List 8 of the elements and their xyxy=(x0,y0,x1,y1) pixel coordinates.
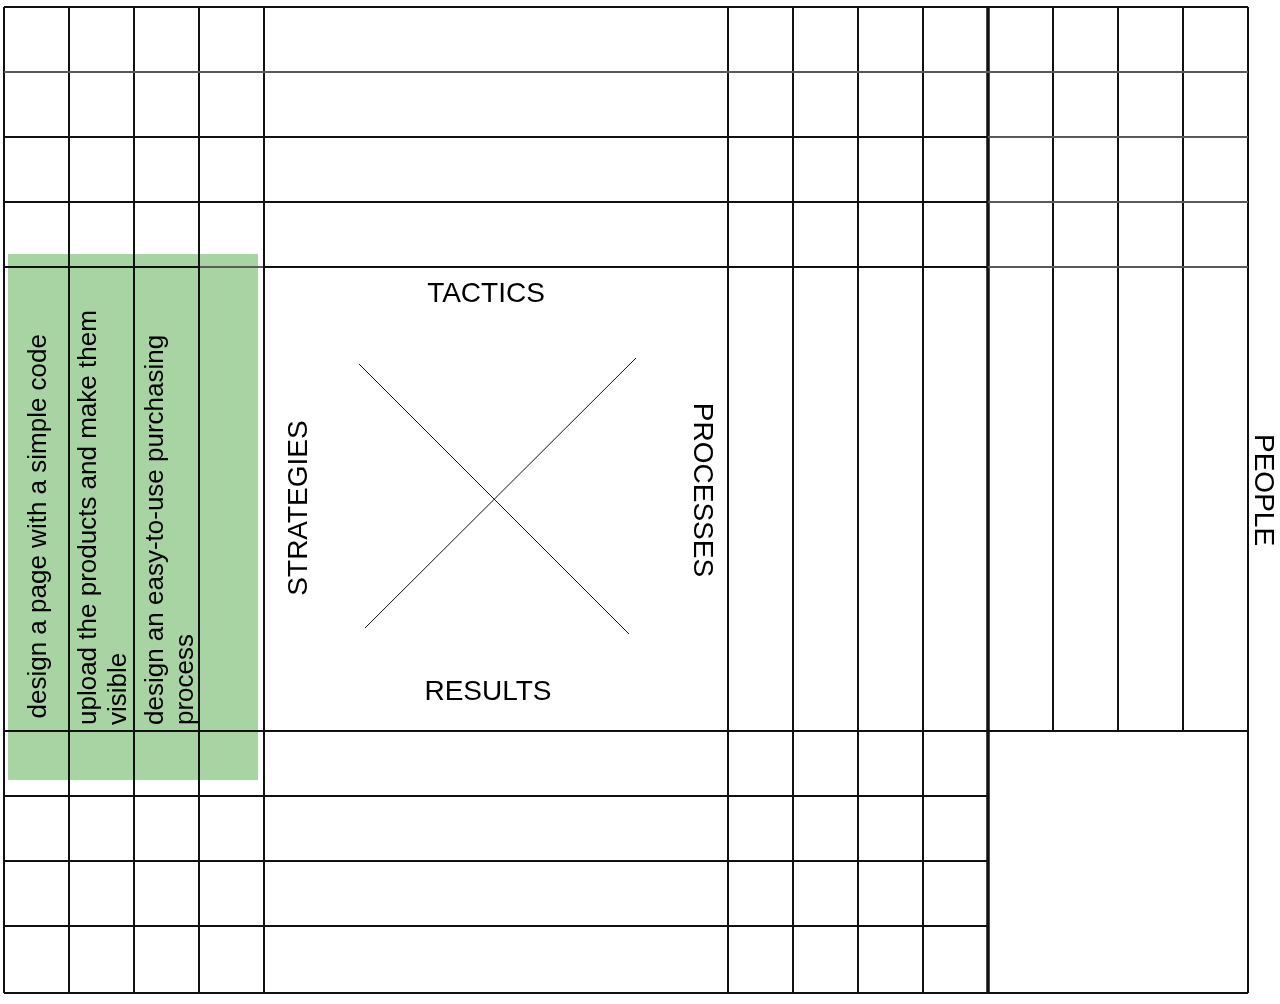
side-label: PEOPLE xyxy=(1250,434,1278,547)
task-text: design a page with a simple code xyxy=(21,333,52,718)
quadrant-heading: STRATEGIES xyxy=(284,420,312,596)
quadrant-heading: RESULTS xyxy=(424,677,552,705)
quadrant-heading: TACTICS xyxy=(427,279,545,307)
task-text: upload the products and make them visible xyxy=(72,309,132,725)
quadrant-heading: PROCESSES xyxy=(689,402,717,578)
task-text: design an easy-to-use purchasing process xyxy=(139,333,199,725)
